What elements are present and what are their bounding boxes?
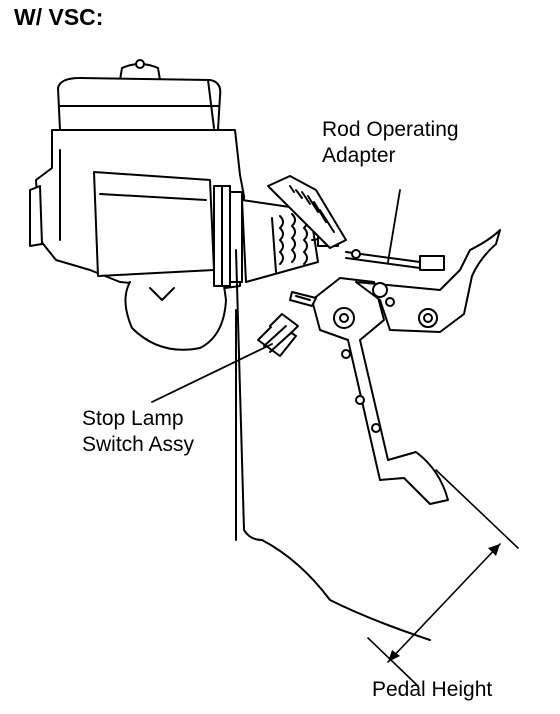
diagram-title: W/ VSC: xyxy=(14,4,104,30)
rod-operating-adapter-label: Rod Operating Adapter xyxy=(322,117,459,169)
pedal-height-arrow-down xyxy=(388,650,400,662)
pedal-height-arrow-up xyxy=(488,544,500,556)
stop-lamp-leader xyxy=(151,343,273,403)
stop-lamp-switch xyxy=(257,313,299,357)
pedal-height-label: Pedal Height xyxy=(372,678,493,701)
rod-adapter-leader xyxy=(387,189,401,263)
pedal-height-dimension xyxy=(367,469,519,687)
stop-lamp-switch-label: Stop Lamp Switch Assy xyxy=(82,406,194,458)
brake-pedal-lever xyxy=(289,229,501,505)
master-cylinder xyxy=(29,59,245,351)
stop-lamp-switch-label-line1: Stop Lamp xyxy=(82,407,184,430)
stop-lamp-switch-label-line2: Switch Assy xyxy=(82,433,195,456)
pedal-bracket xyxy=(235,175,431,641)
rod-operating-adapter-label-line2: Adapter xyxy=(322,144,396,167)
rod-operating-adapter xyxy=(345,249,445,271)
rod-operating-adapter-label-line1: Rod Operating xyxy=(322,118,459,141)
